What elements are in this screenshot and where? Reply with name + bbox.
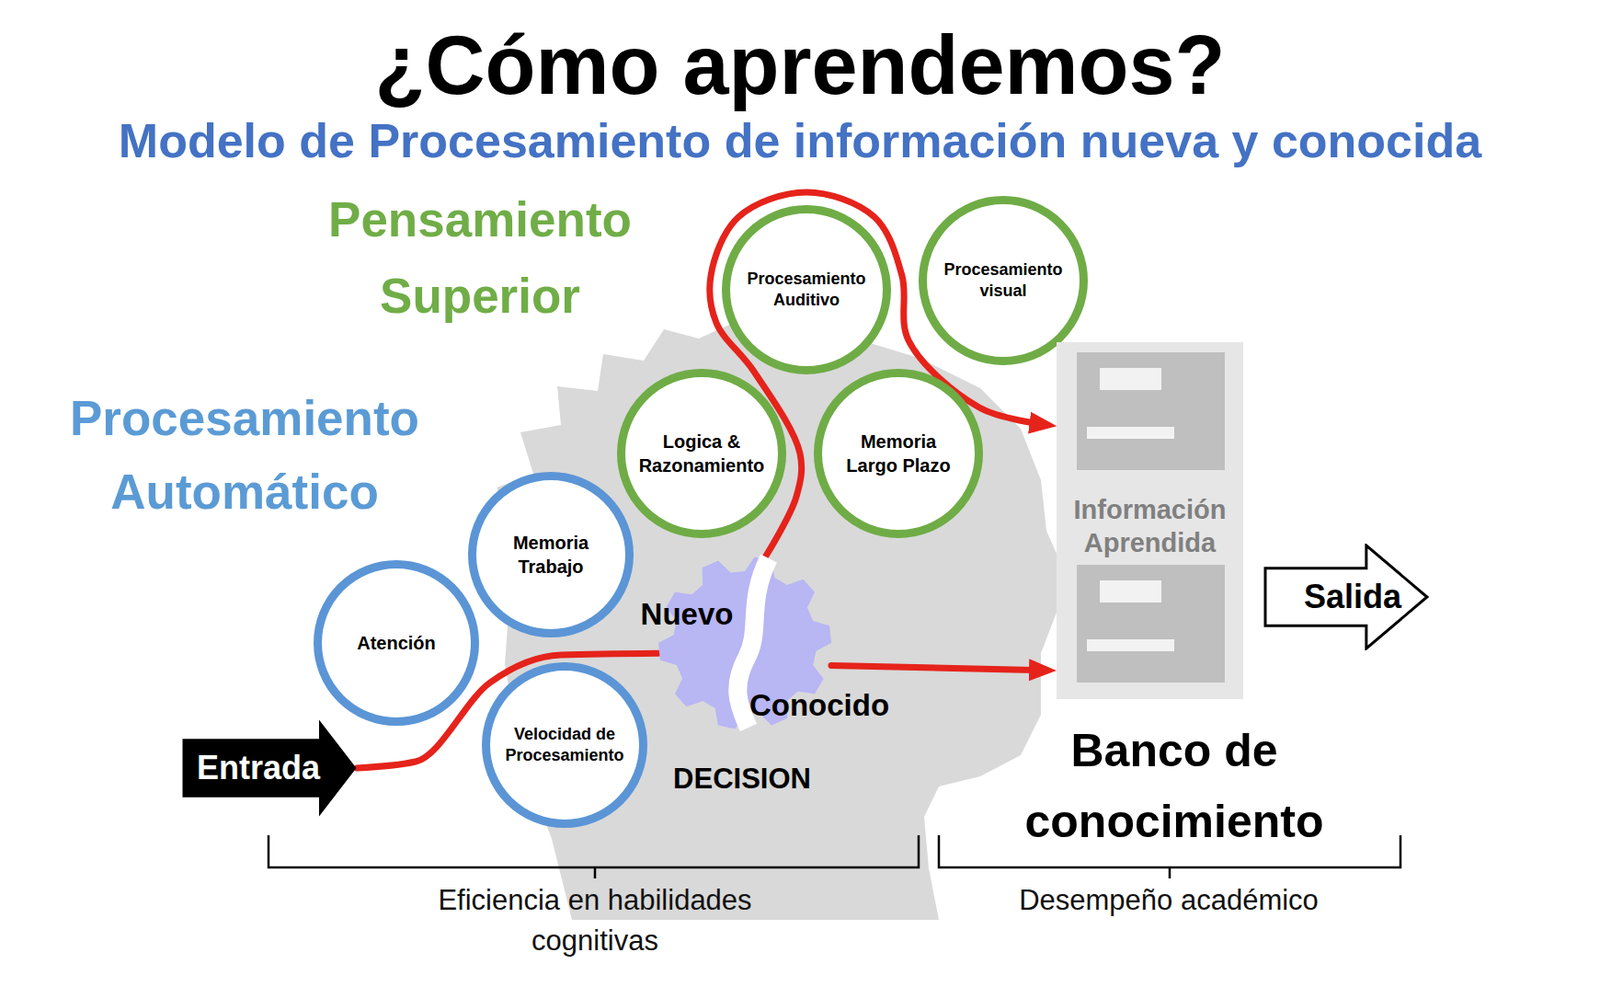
label-slot: Modelo de Procesamiento de información n… <box>0 112 1600 170</box>
circle-label: Logica & Razonamiento <box>632 429 771 478</box>
arrow-label: Entrada <box>196 751 320 785</box>
input-arrow: Entrada <box>182 719 357 817</box>
drawer-label-slot <box>1099 367 1162 390</box>
decision-label: DECISION <box>673 764 812 793</box>
drawer-label-slot <box>1099 580 1162 603</box>
group-heading: Procesamiento Automático <box>37 381 452 529</box>
bracket-label: Desempeño académico <box>1018 880 1319 921</box>
circle-outline <box>481 662 648 828</box>
process-circle: Memoria Largo Plazo <box>813 368 983 538</box>
label-slot: Pensamiento Superior <box>305 181 655 334</box>
decision-label: Nuevo <box>640 598 734 629</box>
arrow-label: Salida <box>1303 580 1402 614</box>
process-circle: Velocidad de Procesamiento <box>481 662 648 828</box>
circle-outline <box>721 205 892 375</box>
circle-outline <box>813 368 983 538</box>
bank-heading: Banco de conocimiento <box>1003 715 1346 858</box>
group-heading: Pensamiento Superior <box>305 181 655 334</box>
circle-ring <box>486 666 644 824</box>
cabinet-drawer <box>1076 352 1225 470</box>
circle-ring <box>472 476 630 634</box>
process-circle: Logica & Razonamiento <box>617 368 787 538</box>
title: ¿Cómo aprendemos? <box>374 20 1225 112</box>
circle-outline <box>617 368 787 538</box>
arrow-shape <box>1265 545 1428 649</box>
cabinet-drawer <box>1076 564 1225 683</box>
process-circle: Procesamiento visual <box>918 195 1088 366</box>
cabinet-label: Información Aprendida <box>1056 492 1244 560</box>
circle-ring <box>726 209 888 371</box>
bracket <box>268 834 919 868</box>
circle-label: Velocidad de Procesamiento <box>486 723 643 767</box>
circle-label: Procesamiento Auditivo <box>728 268 885 312</box>
output-arrow: Salida <box>1263 543 1429 651</box>
circle-label: Memoria Trabajo <box>495 530 606 579</box>
circle-ring <box>818 373 980 535</box>
bracket-tick <box>594 867 597 879</box>
circle-label: Procesamiento visual <box>925 259 1082 303</box>
decision-label: Conocido <box>749 689 890 720</box>
circle-outline <box>918 195 1088 366</box>
cabinet-body <box>1056 342 1244 699</box>
drawer-handle <box>1086 426 1175 439</box>
circle-ring <box>318 564 476 722</box>
bracket-label: Eficiencia en habilidades cognitivas <box>401 880 789 961</box>
circle-label: Atención <box>356 630 436 655</box>
process-circle: Atención <box>313 560 480 726</box>
label-slot: Procesamiento Automático <box>37 381 452 529</box>
circle-ring <box>923 200 1085 362</box>
process-circle: Procesamiento Auditivo <box>721 205 892 375</box>
circle-label: Memoria Largo Plazo <box>836 429 961 478</box>
arrow-shape <box>182 720 357 817</box>
flow-arrow <box>831 664 1044 670</box>
title-slot: ¿Cómo aprendemos? <box>0 20 1600 112</box>
decision-gear: NuevoConocidoDECISION <box>658 556 832 730</box>
label-slot: Eficiencia en habilidades cognitivas <box>401 880 789 961</box>
circle-ring <box>621 373 783 535</box>
text-anchor: Banco de conocimiento <box>1003 715 1346 858</box>
label-slot: Desempeño académico <box>938 880 1399 921</box>
bracket-tick <box>1168 867 1172 879</box>
text-anchor: Información Aprendida <box>1056 525 1244 594</box>
drawer-handle <box>1086 639 1175 652</box>
subtitle: Modelo de Procesamiento de información n… <box>118 112 1482 170</box>
process-circle: Memoria Trabajo <box>468 471 634 638</box>
circle-outline <box>468 471 634 638</box>
